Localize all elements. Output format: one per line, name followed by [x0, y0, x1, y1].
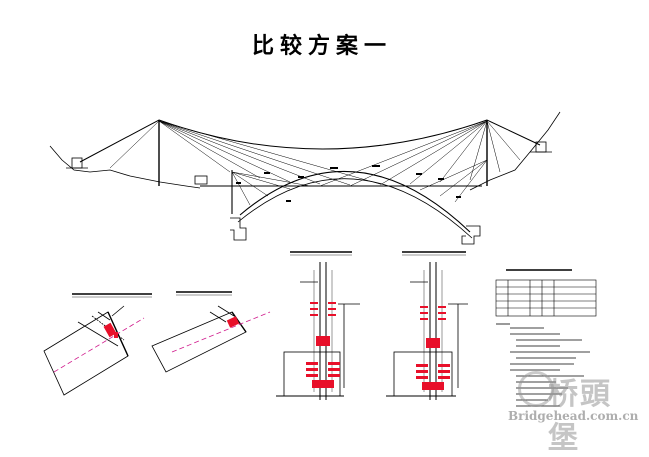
detail-pylon-section-2 — [386, 251, 468, 400]
detail-pylon-springs-2 — [416, 306, 450, 390]
main-cable — [79, 119, 541, 163]
stay-cables — [109, 120, 521, 206]
cable-tags — [236, 165, 461, 202]
parameter-table — [495, 269, 597, 317]
left-pier-cap — [194, 175, 208, 185]
detail-pylon-springs-1 — [306, 302, 340, 388]
left-terrain — [49, 145, 201, 189]
detail-anchor-2 — [151, 291, 271, 373]
left-arch-footing — [230, 217, 247, 241]
right-arch-footing — [461, 225, 481, 245]
detail-1-axis — [53, 317, 145, 373]
page-title: 比较方案一 — [251, 33, 392, 59]
watermark-english: Bridgehead.com.cn — [508, 409, 639, 423]
arch-rib-upper — [239, 170, 471, 233]
bridgehead-logo-icon — [518, 371, 554, 407]
detail-2-axis — [171, 311, 271, 353]
left-abutment — [71, 157, 83, 169]
detail-pylon-section-1 — [276, 251, 360, 400]
watermark: 桥頭堡 Bridgehead.com.cn — [508, 369, 643, 456]
detail-anchor-1 — [43, 293, 152, 396]
arch-rib-lower — [237, 178, 473, 239]
